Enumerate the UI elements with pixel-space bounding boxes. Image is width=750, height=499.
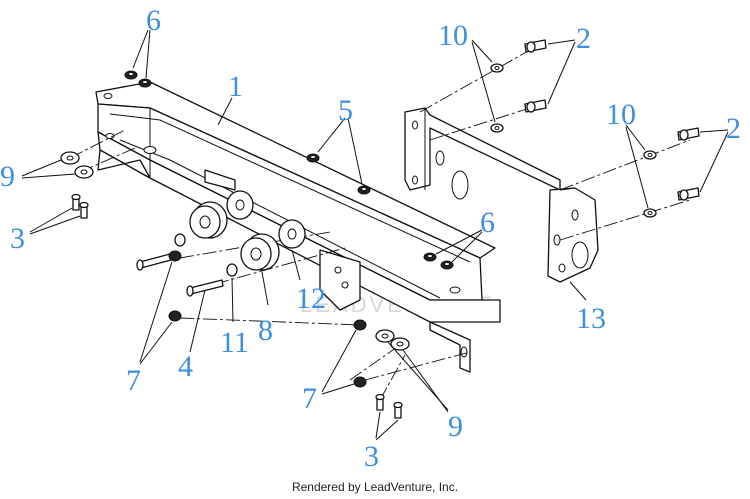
callout-7-right: 7 (302, 382, 317, 415)
callout-labels: 6 1 5 9 3 10 2 10 2 6 12 8 11 4 7 7 13 9… (0, 4, 741, 473)
washer-rear-lower (643, 150, 657, 218)
rear-bracket (404, 107, 599, 283)
callout-7-left: 7 (126, 364, 141, 397)
render-credit: Rendered by LeadVenture, Inc. (291, 480, 459, 494)
callout-9-right: 9 (448, 410, 463, 443)
callout-3-right: 3 (364, 440, 379, 473)
spacer-right (375, 329, 410, 351)
leader-lines (21, 29, 729, 441)
weld-nut (306, 153, 371, 195)
callout-9-left: 9 (0, 160, 15, 193)
callout-8: 8 (258, 314, 273, 347)
screw-left (71, 193, 89, 219)
bolt-rear-upper (524, 39, 547, 113)
spacer-left (60, 151, 94, 179)
roller (189, 201, 280, 271)
callout-2-lower: 2 (726, 112, 741, 145)
callout-4: 4 (178, 350, 193, 383)
bushing (226, 190, 306, 249)
flange-nut-top (124, 70, 152, 88)
screw-right (375, 393, 403, 419)
callout-10-upper: 10 (438, 19, 468, 52)
callout-10-lower: 10 (606, 98, 636, 131)
washer-rear-upper (490, 63, 504, 133)
callout-13: 13 (576, 302, 606, 335)
callout-3-left: 3 (10, 222, 25, 255)
main-frame-bracket (95, 81, 501, 373)
callout-12: 12 (296, 282, 326, 315)
bolt-roller (136, 253, 224, 297)
callout-11: 11 (220, 326, 249, 359)
flange-nut-rear (423, 252, 454, 270)
callout-6-rear: 6 (480, 206, 495, 239)
callout-6-top: 6 (146, 4, 161, 37)
assembly-center-lines (69, 49, 691, 401)
callout-5: 5 (338, 94, 353, 127)
callout-1: 1 (228, 70, 243, 103)
washer-roller (174, 233, 238, 277)
lock-nut (168, 250, 367, 388)
callout-2-upper: 2 (576, 22, 591, 55)
bolt-rear-lower (677, 127, 700, 201)
